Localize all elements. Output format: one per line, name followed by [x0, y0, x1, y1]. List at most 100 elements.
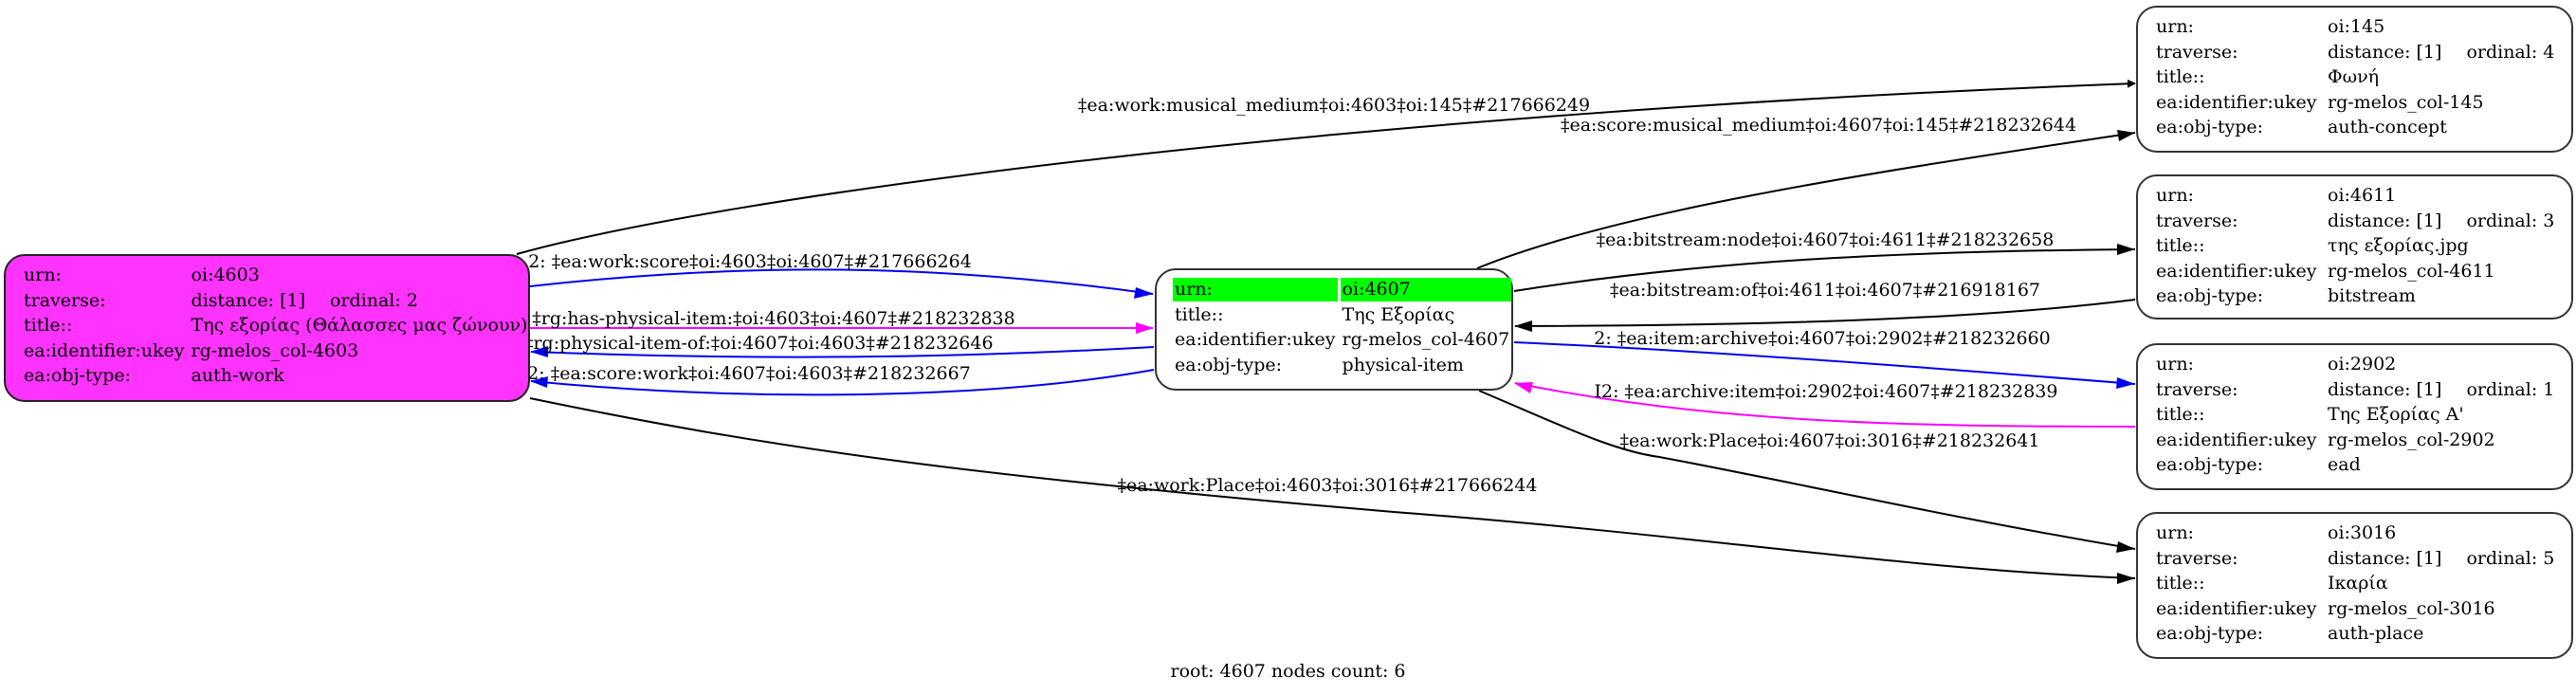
attr-key: title:: — [24, 315, 73, 336]
attr-value: Της Εξορίας — [1342, 303, 1455, 325]
arrowhead-icon — [530, 376, 548, 388]
attr-key: urn: — [2156, 185, 2194, 206]
attr-value: distance: [1] — [2328, 378, 2442, 400]
node-2902[interactable]: urn: oi:2902 traverse: distance: [1] ordina… — [2136, 343, 2573, 490]
attr-key: urn: — [1173, 278, 1338, 301]
attr-value: ead — [2328, 454, 2361, 475]
attr-key: urn: — [2156, 522, 2194, 543]
attr-key: urn: — [2156, 354, 2194, 374]
edge-4603-to-4607-has-physical-item: I2: ‡rg:has-physical-item:‡oi:4603‡oi:46… — [502, 308, 1154, 334]
attr-value: oi:4603 — [191, 265, 260, 285]
arrowhead-icon — [2117, 244, 2135, 255]
edge-label: ‡ea:bitstream:node‡oi:4607‡oi:4611‡#2182… — [1597, 229, 2055, 250]
attr-value: oi:4611 — [2328, 185, 2397, 206]
attr-value: Της εξορίας (Θάλασσες μας ζώνουν) — [191, 315, 528, 336]
attr-value: rg-melos_col-2902 — [2328, 429, 2495, 450]
attr-key: ea:identifier:ukey — [2156, 429, 2317, 450]
attr-key: ea:obj-type: — [24, 365, 132, 386]
attr-key: title:: — [2156, 573, 2205, 594]
attr-key: ea:obj-type: — [2156, 117, 2264, 137]
edge-label: ‡ea:bitstream:of‡oi:4611‡oi:4607‡#216918… — [1610, 280, 2040, 301]
arrowhead-icon — [1136, 322, 1154, 334]
attr-value: Ικαρία — [2328, 573, 2388, 594]
attr-value: distance: [1] — [191, 289, 305, 311]
edge-label: ‡ea:score:musical_medium‡oi:4607‡oi:145‡… — [1561, 115, 2076, 136]
node-attributes: urn: oi:2902 traverse: distance: [1] ordina… — [2151, 351, 2559, 479]
attr-ordinal: ordinal: 1 — [2466, 378, 2555, 400]
attr-key: title:: — [2156, 404, 2205, 425]
edge-4607-to-4603-physical-item-of: 2: ‡rg:physical-item-of:‡oi:4607‡oi:4603… — [501, 333, 1155, 358]
attr-key: ea:obj-type: — [2156, 454, 2264, 475]
attr-value: rg-melos_col-4607 — [1342, 329, 1510, 350]
attr-value: physical-item — [1342, 354, 1464, 375]
attr-ordinal: ordinal: 2 — [329, 289, 418, 311]
edge-4611-to-4607-bitstream-of: ‡ea:bitstream:of‡oi:4611‡oi:4607‡#216918… — [1514, 280, 2136, 332]
attr-key: ea:identifier:ukey — [2156, 597, 2317, 619]
attr-value: auth-place — [2328, 623, 2424, 644]
edge-4607-to-145-musical-medium: ‡ea:score:musical_medium‡oi:4607‡oi:145‡… — [1476, 115, 2136, 269]
attr-key: title:: — [2156, 66, 2205, 87]
attr-value: rg-melos_col-3016 — [2328, 597, 2495, 619]
attr-value: rg-melos_col-4611 — [2328, 260, 2495, 282]
edge-4603-to-145-musical-medium: ‡ea:work:musical_medium‡oi:4603‡oi:145‡#… — [516, 79, 2136, 255]
attr-value: Φωνή — [2328, 66, 2380, 87]
edge-label: 2: ‡ea:score:work‡oi:4607‡oi:4603‡#21823… — [527, 363, 971, 384]
arrowhead-icon — [530, 346, 548, 357]
attr-key: traverse: — [2156, 378, 2238, 400]
arrowhead-icon — [2117, 573, 2135, 584]
edge-label: ‡ea:work:Place‡oi:4603‡oi:3016‡#21766624… — [1117, 475, 1537, 496]
attr-key: urn: — [24, 265, 62, 285]
attr-ordinal: ordinal: 5 — [2466, 547, 2555, 569]
attr-key: ea:identifier:ukey — [2156, 260, 2317, 282]
attr-value: της εξορίας.jpg — [2328, 235, 2469, 256]
attr-key: traverse: — [24, 289, 106, 311]
attr-value: bitstream — [2328, 285, 2416, 306]
graph-footer-caption: root: 4607 nodes count: 6 — [1170, 661, 1406, 682]
node-attributes: urn:oi:145 traverse:distance: [1]ordinal… — [2151, 13, 2559, 141]
attr-value: oi:2902 — [2328, 354, 2397, 374]
attr-value: rg-melos_col-145 — [2328, 91, 2484, 113]
arrowhead-icon — [1514, 382, 1533, 393]
attr-key: ea:obj-type: — [2156, 285, 2264, 306]
attr-value: distance: [1] — [2328, 210, 2442, 231]
attr-key: ea:obj-type: — [1175, 354, 1283, 375]
attr-key: ea:identifier:ukey — [24, 339, 185, 361]
node-145[interactable]: urn:oi:145 traverse:distance: [1]ordinal… — [2136, 6, 2573, 153]
node-attributes: urn:oi:3016 traverse:distance: [1]ordina… — [2151, 520, 2559, 648]
attr-key: ea:obj-type: — [2156, 623, 2264, 644]
attr-key: traverse: — [2156, 41, 2238, 63]
attr-value: rg-melos_col-4603 — [191, 339, 359, 361]
node-attributes: urn:oi:4607 title::Της Εξορίας ea:identi… — [1170, 276, 1514, 378]
attr-ordinal: ordinal: 4 — [2466, 41, 2555, 63]
attr-key: ea:identifier:ukey — [2156, 91, 2317, 113]
arrowhead-icon — [2117, 130, 2135, 141]
attr-key: ea:identifier:ukey — [1175, 329, 1336, 350]
edge-label: I2: ‡rg:has-physical-item:‡oi:4603‡oi:46… — [502, 308, 1014, 329]
edge-2902-to-4607-archive-item: I2: ‡ea:archive:item‡oi:2902‡oi:4607‡#21… — [1514, 381, 2136, 428]
arrowhead-icon — [2116, 541, 2135, 553]
node-4603[interactable]: urn: oi:4603 traverse: distance: [1] ordina… — [4, 254, 530, 402]
attr-ordinal: ordinal: 3 — [2466, 210, 2555, 231]
attr-value: oi:3016 — [2328, 522, 2397, 543]
edge-4607-to-4603-score-work: 2: ‡ea:score:work‡oi:4607‡oi:4603‡#21823… — [527, 363, 1155, 396]
node-4611[interactable]: urn: oi:4611 traverse: distance: [1] ordina… — [2136, 174, 2573, 320]
edge-4607-to-3016-work-place: ‡ea:work:Place‡oi:4607‡oi:3016‡#21823264… — [1478, 390, 2136, 553]
edge-4603-to-3016-work-place: ‡ea:work:Place‡oi:4603‡oi:3016‡#21766624… — [529, 397, 2136, 584]
arrowhead-icon — [1134, 287, 1154, 299]
attr-key: urn: — [2156, 16, 2194, 37]
edge-label: ‡ea:work:musical_medium‡oi:4603‡oi:145‡#… — [1078, 95, 1590, 116]
attr-value: auth-concept — [2328, 117, 2447, 137]
node-attributes: urn: oi:4611 traverse: distance: [1] ordina… — [2151, 182, 2559, 310]
attr-value: distance: [1] — [2328, 41, 2442, 63]
edge-label: 2: ‡rg:physical-item-of:‡oi:4607‡oi:4603… — [501, 333, 993, 354]
edge-label: ‡ea:work:Place‡oi:4607‡oi:3016‡#21823264… — [1619, 430, 2039, 451]
attr-key: title:: — [2156, 235, 2205, 256]
node-attributes: urn: oi:4603 traverse: distance: [1] ordina… — [19, 262, 532, 390]
edge-label: 2: ‡ea:work:score‡oi:4603‡oi:4607‡#21766… — [528, 251, 972, 272]
edge-label: 2: ‡ea:item:archive‡oi:4607‡oi:2902‡#218… — [1594, 328, 2050, 349]
node-4607-root[interactable]: urn:oi:4607 title::Της Εξορίας ea:identi… — [1155, 268, 1513, 391]
attr-value: distance: [1] — [2328, 547, 2442, 569]
attr-key: traverse: — [2156, 210, 2238, 231]
node-3016[interactable]: urn:oi:3016 traverse:distance: [1]ordina… — [2136, 512, 2573, 659]
